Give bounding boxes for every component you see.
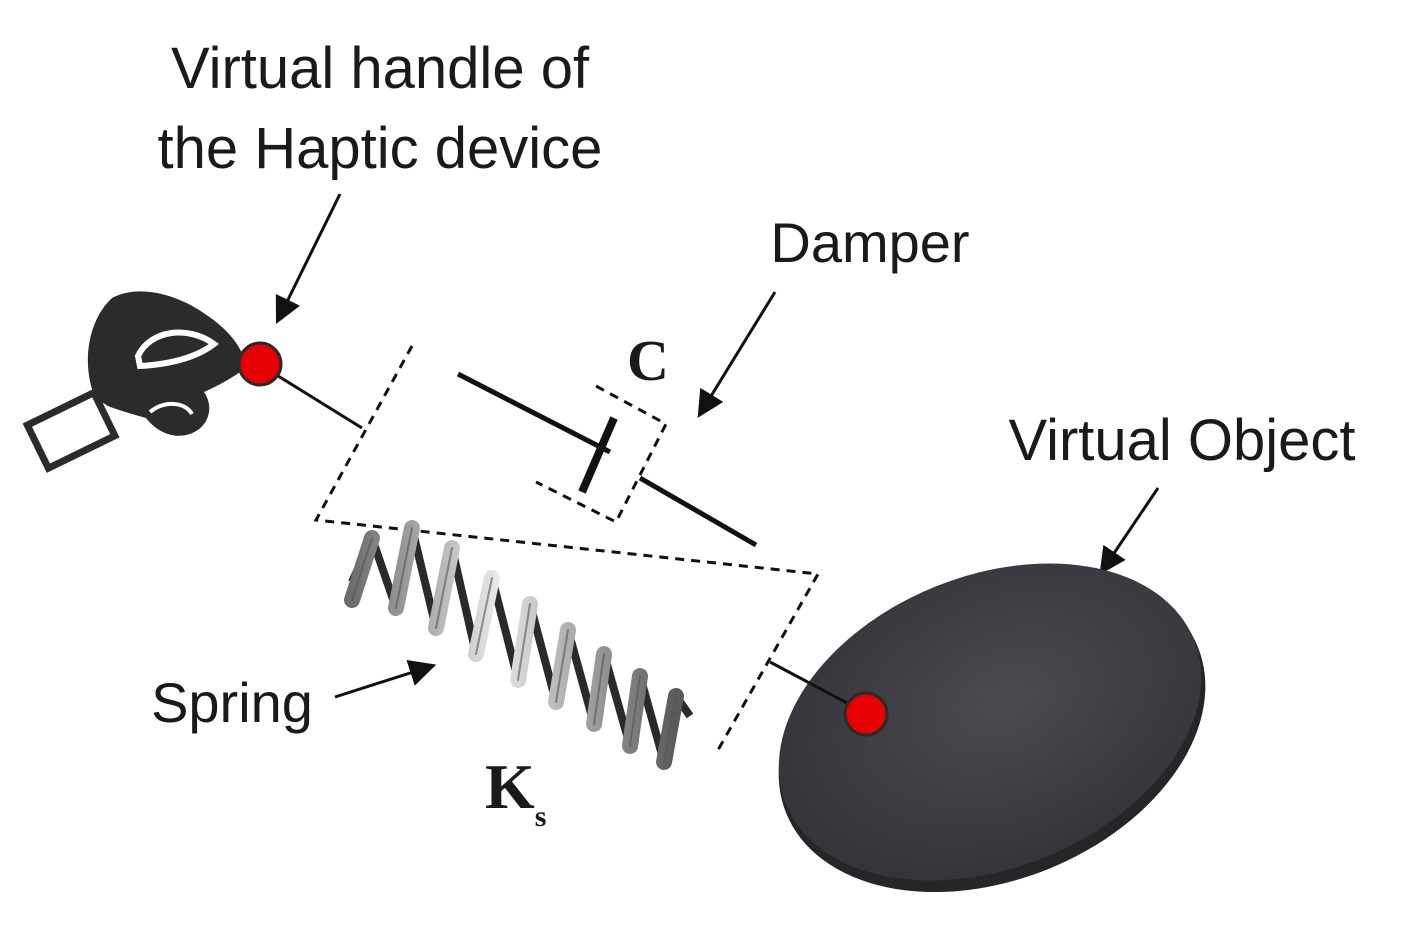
parallel-frame-dashed (313, 345, 821, 751)
spring-coil-icon (344, 520, 694, 770)
spring-label: Spring (151, 671, 313, 734)
handle-label-line2: the Haptic device (158, 116, 603, 181)
spring-coil-edges (351, 527, 677, 763)
damper-callout-arrow (697, 291, 777, 418)
stiffness-subscript: s (535, 800, 547, 833)
object-contact-point-icon (843, 691, 889, 737)
hand-cuff (22, 387, 120, 473)
hand-pinch-icon (22, 291, 246, 473)
damper-piston (578, 416, 618, 494)
damping-coefficient-label: C (627, 328, 669, 393)
spring-front-coils (344, 520, 684, 770)
object-callout-arrow (1099, 487, 1160, 575)
damper-rod-left (456, 371, 612, 455)
handle-label-line1: Virtual handle of (171, 36, 590, 101)
virtual-object-label: Virtual Object (1008, 408, 1355, 473)
stylus-outline (134, 329, 219, 370)
damper-rod-right (638, 475, 758, 548)
damper-label: Damper (770, 211, 969, 274)
contact-point-icon (237, 341, 283, 387)
stiffness-symbol: K (485, 751, 535, 822)
disc-object-icon (778, 563, 1202, 881)
finger-crease (148, 402, 194, 416)
damper-icon (535, 384, 669, 525)
handle-callout-arrow (275, 193, 342, 325)
stiffness-label: Ks (485, 751, 546, 833)
spring-callout-arrow (334, 659, 437, 699)
